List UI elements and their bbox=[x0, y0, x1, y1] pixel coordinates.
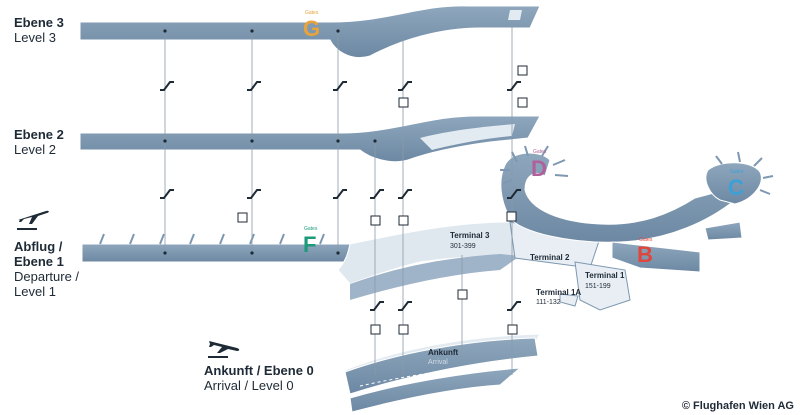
level-3-label: Ebene 3 Level 3 bbox=[14, 15, 64, 45]
svg-text:Gates: Gates bbox=[305, 10, 319, 16]
terminal-labels: Terminal 3 301-399 Terminal 2 Terminal 1… bbox=[450, 231, 625, 306]
terminal-1-gates: 151-199 bbox=[585, 283, 611, 290]
terminal-3-label: Terminal 3 bbox=[450, 231, 490, 240]
arrival-underline bbox=[208, 356, 228, 358]
elevator-icon bbox=[517, 97, 528, 108]
terminal-1a-label: Terminal 1A bbox=[536, 288, 581, 297]
level-3-room bbox=[508, 10, 522, 20]
level-2-walkway bbox=[420, 124, 515, 150]
escalator-icons bbox=[160, 81, 521, 311]
level-0-label: Ankunft / Ebene 0 Arrival / Level 0 bbox=[204, 363, 314, 393]
escalator-icon bbox=[333, 189, 347, 199]
elevator-icon bbox=[398, 324, 409, 335]
level-1-label: Abflug / Ebene 1 Departure / Level 1 bbox=[14, 239, 80, 299]
gate-B-marker: Gates B bbox=[637, 237, 653, 267]
gate-jetties bbox=[500, 145, 774, 195]
escalator-icon bbox=[507, 301, 521, 311]
gate-f-jetties bbox=[99, 233, 325, 245]
arrival-hall-labels: Ankunft Arrival bbox=[428, 348, 459, 366]
elevator-icon bbox=[398, 97, 409, 108]
escalator-icon bbox=[370, 189, 384, 199]
escalator-icon bbox=[507, 189, 521, 199]
escalator-icon bbox=[370, 301, 384, 311]
svg-text:G: G bbox=[303, 16, 320, 41]
gate-C-marker: Gates C bbox=[728, 169, 744, 200]
svg-text:Gates: Gates bbox=[304, 226, 318, 232]
terminal-1a-gates: 111-132 bbox=[536, 299, 561, 306]
gate-F-marker: Gates F bbox=[303, 226, 318, 257]
level-0-floor bbox=[344, 333, 541, 413]
connection-dots bbox=[163, 29, 377, 255]
elevator-icon bbox=[237, 212, 248, 223]
elevator-icon bbox=[517, 65, 528, 76]
level-1-floor bbox=[81, 152, 762, 311]
level-3-floor bbox=[79, 5, 541, 58]
departure-plane-icon bbox=[16, 207, 50, 230]
escalator-icon bbox=[507, 81, 521, 91]
svg-text:B: B bbox=[637, 242, 653, 267]
escalator-icon bbox=[160, 81, 174, 91]
escalator-icon bbox=[333, 81, 347, 91]
elevator-icon bbox=[506, 211, 517, 222]
gate-D-marker: Gates D bbox=[531, 149, 547, 181]
elevator-icons bbox=[237, 65, 528, 335]
terminal-1-label: Terminal 1 bbox=[585, 271, 625, 280]
svg-text:D: D bbox=[531, 156, 547, 181]
escalator-icon bbox=[247, 189, 261, 199]
departure-underline bbox=[17, 228, 37, 230]
level-2-label: Ebene 2 Level 2 bbox=[14, 127, 64, 157]
svg-text:Gates: Gates bbox=[533, 149, 547, 155]
escalator-icon bbox=[398, 301, 412, 311]
svg-text:Ankunft: Ankunft bbox=[428, 348, 459, 357]
elevator-icon bbox=[457, 289, 468, 300]
svg-text:Gates: Gates bbox=[730, 169, 744, 175]
terminal-3-gates: 301-399 bbox=[450, 243, 476, 250]
level-2-floor bbox=[79, 115, 541, 163]
elevator-icon bbox=[370, 215, 381, 226]
svg-text:F: F bbox=[303, 232, 316, 257]
escalator-icon bbox=[160, 189, 174, 199]
escalator-icon bbox=[247, 81, 261, 91]
escalator-icon bbox=[398, 189, 412, 199]
gate-G-marker: Gates G bbox=[303, 10, 320, 41]
elevator-icon bbox=[507, 324, 518, 335]
terminal-2-label: Terminal 2 bbox=[530, 253, 570, 262]
svg-text:Gates: Gates bbox=[639, 237, 653, 243]
escalator-icon bbox=[398, 81, 412, 91]
arrival-plane-icon bbox=[207, 336, 241, 359]
elevator-icon bbox=[370, 324, 381, 335]
elevator-icon bbox=[398, 215, 409, 226]
svg-text:Arrival: Arrival bbox=[428, 359, 448, 366]
copyright-notice: © Flughafen Wien AG bbox=[681, 400, 794, 412]
svg-text:C: C bbox=[728, 175, 744, 200]
